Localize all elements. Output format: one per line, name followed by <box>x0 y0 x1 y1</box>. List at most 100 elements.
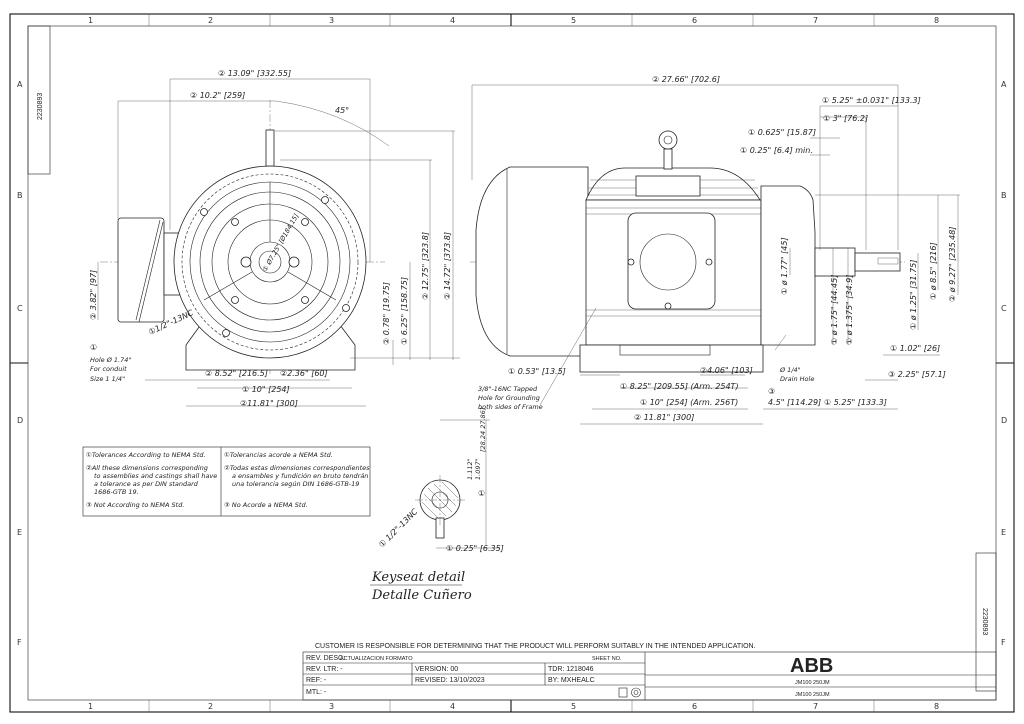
drain-hole-size: Ø 1/4" <box>779 366 801 374</box>
end-bracket <box>760 185 816 346</box>
fan-cover <box>475 166 589 357</box>
note-es-4: una tolerancia según DIN 1686-GTB-19 <box>232 480 359 488</box>
row-d-right: D <box>1001 416 1007 425</box>
dim-053: ① 0.53" [13.5] <box>508 367 566 376</box>
column-1-bottom: 1 <box>88 702 93 711</box>
drawing-number-box-right <box>975 552 997 692</box>
by: BY: MXHEALC <box>548 677 595 684</box>
row-f: F <box>17 638 22 647</box>
rev-desc-label: REV. DESC: <box>306 655 345 662</box>
grounding-note-line3: both sides of Frame <box>478 403 543 411</box>
dim-base-width: ②11.81" [300] <box>240 399 298 408</box>
column-4: 4 <box>450 16 455 25</box>
side-view-dimensions: ② 27.66" [702.6] ① 5.25" ±0.031" [133.3]… <box>471 75 960 425</box>
eyebolt-stem <box>265 129 275 167</box>
column-1: 1 <box>88 16 93 25</box>
conduit-box <box>117 217 165 323</box>
terminal-box <box>627 212 716 310</box>
dim-conduit-offset: ② 8.52" [216.5] <box>205 369 268 378</box>
row-ruler: A B C D E F A B C D E F <box>10 80 1014 647</box>
projection-symbol-icon <box>618 687 628 698</box>
note-en-6: ③ Not According to NEMA Std. <box>86 501 184 509</box>
shaft <box>854 252 901 272</box>
dim-dia-927: ② ø 9.27" [235.48] <box>948 227 957 302</box>
keyseat-depth-1: 1.112" <box>466 458 474 480</box>
dim-shaft-height: ① 6.25" [158.75] <box>400 277 409 345</box>
column-8-bottom: 8 <box>934 702 939 711</box>
model-2: JM100 250JM <box>795 692 830 698</box>
grounding-note-line1: 3/8"-16NC Tapped <box>478 385 538 393</box>
nameplate <box>635 175 701 197</box>
dim-half-width: ② 10.2" [259] <box>190 91 245 100</box>
row-e: E <box>17 528 22 537</box>
column-3-bottom: 3 <box>329 702 334 711</box>
dim-conduit-height: ② 3.82" [97] <box>89 270 98 320</box>
conduit-note-line1: Hole Ø 1.74" <box>90 356 131 364</box>
row-a: A <box>17 80 23 89</box>
dim-825: ① 8.25" [209.55] (Arm. 254T) <box>620 382 739 391</box>
inner-border <box>27 25 997 701</box>
dim-dia-1375: ① ø 1.375" [34.9] <box>845 275 854 345</box>
conduit-note-line2: For conduit <box>90 365 127 373</box>
projection-circle-icon <box>631 687 641 698</box>
column-2: 2 <box>208 16 213 25</box>
keyseat-title-es: Detalle Cuñero <box>371 588 472 603</box>
dim-overall-width: ② 13.09" [332.55] <box>218 69 291 78</box>
note-en-5: 1686-GTB 19. <box>94 488 139 496</box>
row-b: B <box>17 191 23 200</box>
drawing-number-box-left <box>27 25 51 175</box>
note-es-2: ②Todas estas dimensiones correspondiente… <box>224 464 370 472</box>
keyseat-title-en: Keyseat detail <box>371 570 465 585</box>
front-view <box>100 100 385 375</box>
drain-hole-label: Drain Hole <box>780 375 814 383</box>
side-view <box>470 130 905 373</box>
sheet-no: SHEET NO. <box>592 656 622 662</box>
dim-45: 4.5" [114.29] <box>768 398 821 407</box>
dim-10-arm: ① 10" [254] (Arm. 256T) <box>640 398 738 407</box>
keyseat-width: ① 0.25" [6.35] <box>446 544 504 553</box>
conduit-note-marker: ① <box>90 343 97 352</box>
notes-table: ①Tolerances According to NEMA Std. ②All … <box>82 446 371 517</box>
note-es-5: ③ No Acorde a NEMA Std. <box>224 501 308 509</box>
dim-025-min: ① 0.25" [6.4] min. <box>740 146 813 155</box>
dim-bolt-span: ① 10" [254] <box>242 385 290 394</box>
row-e-right: E <box>1001 528 1006 537</box>
tdr: TDR: 1218046 <box>548 666 594 673</box>
column-2-bottom: 2 <box>208 702 213 711</box>
column-3: 3 <box>329 16 334 25</box>
dim-dia-175: ① ø 1.75" [44.45] <box>830 275 839 345</box>
dim-1181: ② 11.81" [300] <box>634 413 694 422</box>
dim-shaft-length: ① 5.25" ±0.031" [133.3] <box>822 96 921 105</box>
row-c-right: C <box>1001 304 1007 313</box>
brand-logo: ABB <box>790 655 833 677</box>
dim-45-marker: ③ <box>768 387 775 396</box>
dim-525: ① 5.25" [133.3] <box>824 398 887 407</box>
dim-406: ②4.06" [103] <box>700 366 753 375</box>
drawing-number-right: 2230893 <box>981 608 988 635</box>
row-d: D <box>17 416 23 425</box>
title-block: CUSTOMER IS RESPONSIBLE FOR DETERMINING … <box>302 643 997 701</box>
model-1: JM100 250JM <box>795 680 830 686</box>
dim-height-total: ② 14.72" [373.8] <box>443 232 452 300</box>
column-ruler-top: 1 2 3 4 5 6 7 8 <box>88 14 939 26</box>
keyseat-depth-tolerance: ① <box>478 489 485 498</box>
column-6: 6 <box>692 16 697 25</box>
column-5: 5 <box>571 16 576 25</box>
keyseat-depth-2: 1.097" <box>474 458 482 480</box>
revised: REVISED: 13/10/2023 <box>415 677 485 684</box>
note-en-1: ①Tolerances According to NEMA Std. <box>86 451 206 459</box>
dim-dia-177: ① ø 1.77" [45] <box>780 237 789 295</box>
version: VERSION: 00 <box>415 666 458 673</box>
dim-foot-width: ②2.36" [60] <box>280 369 328 378</box>
mtl: MTL: - <box>306 689 327 696</box>
grounding-note-line2: Hole for Grounding <box>478 394 540 402</box>
column-ruler-bottom: 1 2 3 4 5 6 7 8 <box>88 700 939 712</box>
dim-angle: 45° <box>335 106 349 115</box>
row-f-right: F <box>1001 638 1006 647</box>
row-c: C <box>17 304 23 313</box>
column-5-bottom: 5 <box>571 702 576 711</box>
keyseat-depth-mm: [28.24 27.86] <box>479 407 487 452</box>
ref: REF: - <box>306 677 327 684</box>
dim-225: ③ 2.25" [57.1] <box>888 370 946 379</box>
dim-key-length: ① 3" [76.2] <box>823 114 868 123</box>
